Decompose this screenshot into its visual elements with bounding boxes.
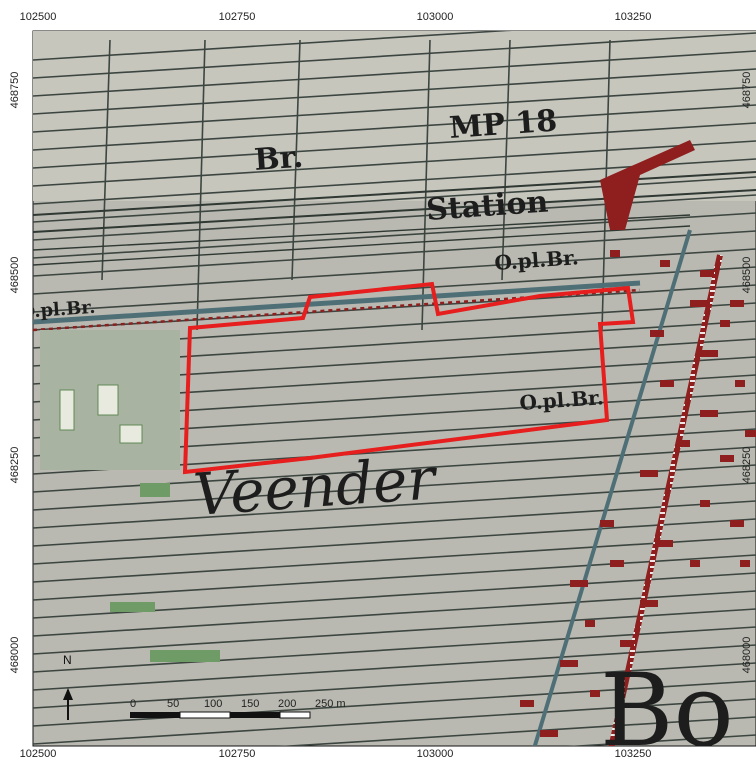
building [560,660,578,667]
building [700,410,718,417]
scale-bar-tick: 200 [278,698,296,710]
building [650,330,664,337]
label-opl-br-mid: O.pl.Br. [519,385,605,415]
building [540,730,558,737]
building [610,250,620,257]
building [730,520,744,527]
x-tick-bottom-3: 103250 [615,748,652,760]
building [745,430,756,437]
x-tick-bottom-0: 102500 [20,748,57,760]
label-opl-br-east: O.pl.Br. [494,245,580,275]
building [640,470,658,477]
y-tick-right-3: 468000 [741,637,753,674]
building [720,455,734,462]
building [740,560,750,567]
y-tick-right-2: 468250 [741,447,753,484]
x-tick-bottom-2: 103000 [417,748,454,760]
scale-bar-tick: 150 [241,698,259,710]
building [690,560,700,567]
scale-bar-tick: 250 m [315,698,346,710]
y-tick-right-1: 468500 [741,257,753,294]
building [700,270,714,277]
building [620,640,634,647]
building [660,260,670,267]
study-area-outline [182,281,636,475]
x-tick-top-1: 102750 [219,11,256,23]
pasture-north [33,31,756,201]
scale-bar-tick: 0 [130,698,136,710]
railway-diagonal [608,254,723,746]
scale-bar: 0 50 100 150 200 250 m [130,698,346,719]
y-tick-left-0: 468750 [9,72,21,109]
building [720,320,730,327]
building [680,440,690,447]
building [600,520,614,527]
building [700,500,710,507]
building [640,600,658,607]
x-tick-top-2: 103000 [417,11,454,23]
building [585,620,595,627]
scale-bar-tick: 50 [167,698,179,710]
building [590,690,600,697]
built-up-area [520,250,756,737]
x-tick-top-0: 102500 [20,11,57,23]
label-br: Br. [253,140,304,178]
building [735,380,745,387]
label-station: Station [425,185,549,228]
north-arrow: N [63,653,73,720]
label-mp18: MP 18 [448,104,558,146]
building [730,300,744,307]
y-tick-left-2: 468250 [9,447,21,484]
scale-bar-tick: 100 [204,698,222,710]
building [700,350,718,357]
building [660,380,674,387]
x-tick-bottom-1: 102750 [219,748,256,760]
x-tick-top-3: 103250 [615,11,652,23]
building [655,540,673,547]
y-tick-right-0: 468750 [741,72,753,109]
station-building [600,140,695,230]
canal-north [33,280,641,325]
y-tick-left-1: 468500 [9,257,21,294]
building [570,580,588,587]
north-arrow-label: N [63,653,72,667]
y-tick-left-3: 468000 [9,637,21,674]
estate-west [40,330,220,662]
grid-tick-labels: 102500 102750 103000 103250 102500 10275… [9,11,753,760]
road-diagonal [532,229,692,746]
building [690,300,708,307]
label-town-fragment: Bo [600,652,734,762]
building [610,560,624,567]
building [520,700,534,707]
